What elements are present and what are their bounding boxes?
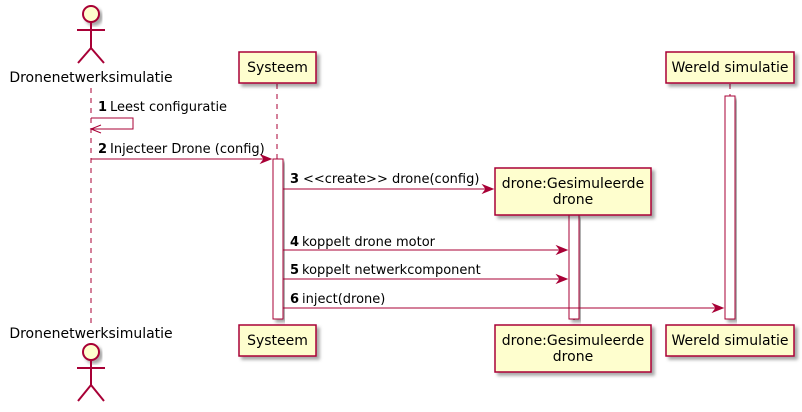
actor-top-label: Dronenetwerksimulatie: [9, 70, 172, 86]
message-2: 2 Injecteer Drone (config): [91, 142, 273, 165]
message-2-number: 2: [98, 142, 107, 157]
message-3-number: 3: [290, 172, 299, 187]
participant-drone-bottom: drone:Gesimuleerde drone: [494, 324, 652, 373]
message-1: 1 Leest configuratie: [89, 100, 227, 134]
message-6-label: inject(drone): [302, 292, 385, 307]
actor-body-icon: [77, 22, 105, 64]
message-1-number: 1: [98, 100, 107, 115]
actor-head-icon: [82, 5, 100, 23]
actor-bottom-body-icon: [77, 360, 105, 402]
participant-drone-top-label-2: drone: [553, 192, 593, 208]
message-3-label: <<create>> drone(config): [303, 172, 479, 187]
actor-bottom-head-icon: [82, 343, 100, 361]
participant-drone-bottom-label-1: drone:Gesimuleerde: [502, 333, 644, 349]
participant-wereld-top-label: Wereld simulatie: [671, 60, 788, 76]
actor-bottom: Dronenetwerksimulatie: [9, 326, 173, 402]
participant-drone-bottom-label-2: drone: [553, 349, 593, 365]
actor-top: Dronenetwerksimulatie: [9, 5, 173, 86]
message-3: 3 <<create>> drone(config): [283, 172, 495, 195]
message-5-number: 5: [290, 263, 299, 278]
participant-drone-top-label-1: drone:Gesimuleerde: [502, 176, 644, 192]
message-4-label: koppelt drone motor: [302, 235, 436, 250]
message-6-number: 6: [290, 292, 299, 307]
activation-wereld: [724, 95, 736, 320]
participant-wereld-top: Wereld simulatie: [665, 51, 795, 84]
message-2-label: Injecteer Drone (config): [110, 142, 265, 157]
participant-systeem-top: Systeem: [238, 51, 317, 84]
activation-drone: [568, 214, 580, 320]
participant-systeem-bottom-label: Systeem: [247, 333, 308, 349]
participant-drone-top: drone:Gesimuleerde drone: [494, 167, 652, 216]
actor-bottom-label: Dronenetwerksimulatie: [9, 326, 172, 342]
participant-systeem-top-label: Systeem: [247, 60, 308, 76]
message-6: 6 inject(drone): [283, 292, 725, 314]
participant-wereld-bottom-label: Wereld simulatie: [671, 333, 788, 349]
message-4-number: 4: [290, 235, 299, 250]
message-1-label: Leest configuratie: [110, 100, 227, 115]
message-5: 5 koppelt netwerkcomponent: [283, 263, 569, 285]
activation-systeem: [272, 158, 284, 320]
message-4: 4 koppelt drone motor: [283, 235, 569, 256]
participant-systeem-bottom: Systeem: [238, 324, 317, 357]
participant-wereld-bottom: Wereld simulatie: [665, 324, 795, 357]
message-5-label: koppelt netwerkcomponent: [302, 263, 481, 278]
